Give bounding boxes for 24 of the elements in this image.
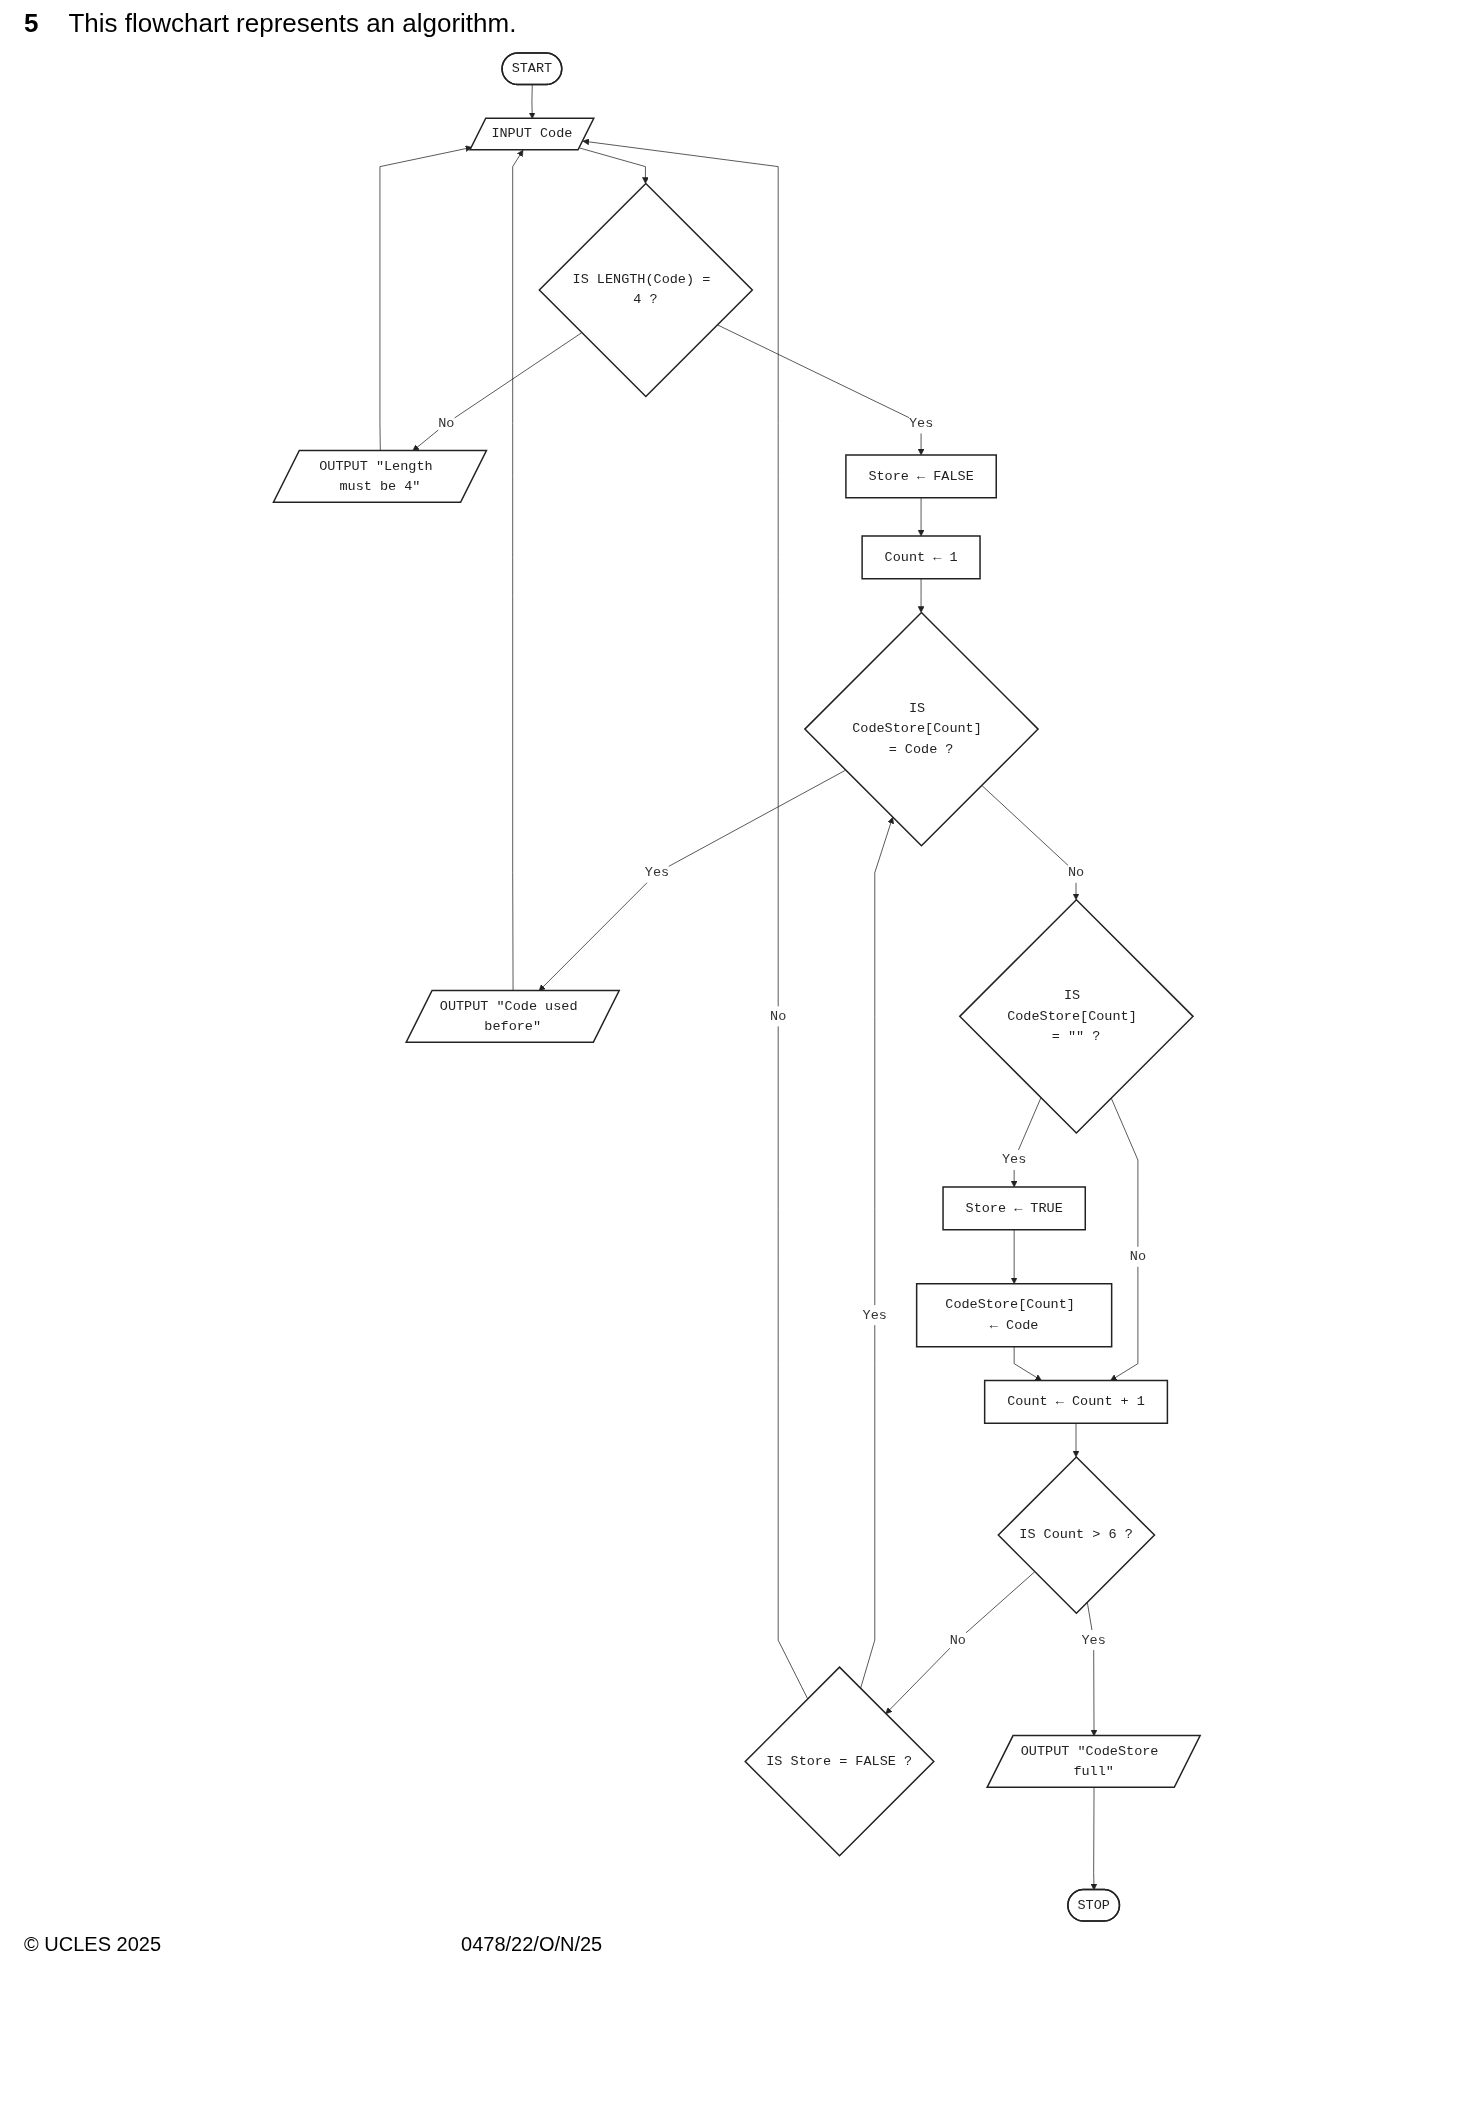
edge-label: Yes (644, 864, 669, 880)
node-box: Store ← TRUE (942, 1186, 1086, 1231)
edge-label: Yes (1081, 1632, 1106, 1648)
edge-label: Yes (908, 415, 933, 431)
node-diamond: IS Count > 6 ? (996, 1455, 1156, 1615)
edge-label: No (437, 415, 455, 431)
edge-label: Yes (1001, 1152, 1026, 1168)
node-box: Count ← Count + 1 (983, 1379, 1168, 1424)
footer-text: 0478/22/O/N/25 (461, 1933, 603, 1956)
node-diamond: IS CodeStore[Count] = Code ? (803, 611, 1039, 847)
edge-label: No (1129, 1248, 1146, 1264)
node-diamond: IS Store = FALSE ? (743, 1666, 935, 1857)
edge-label: No (769, 1008, 786, 1024)
title: This flowchart represents an algorithm. (68, 8, 517, 39)
node-box: Count ← 1 (861, 535, 981, 580)
node-box: CodeStore[Count] ← Code (915, 1283, 1113, 1348)
edge-label: Yes (862, 1307, 887, 1323)
node-box: Store ← FALSE (844, 454, 997, 499)
question-number: 5 (24, 8, 39, 39)
edge-label: No (949, 1632, 966, 1648)
node-diamond: IS CodeStore[Count] = "" ? (958, 898, 1194, 1135)
node-diamond: IS LENGTH(Code) = 4 ? (537, 182, 754, 398)
edge-label: No (1067, 864, 1084, 880)
footer-text: © UCLES 2025 (24, 1933, 162, 1956)
